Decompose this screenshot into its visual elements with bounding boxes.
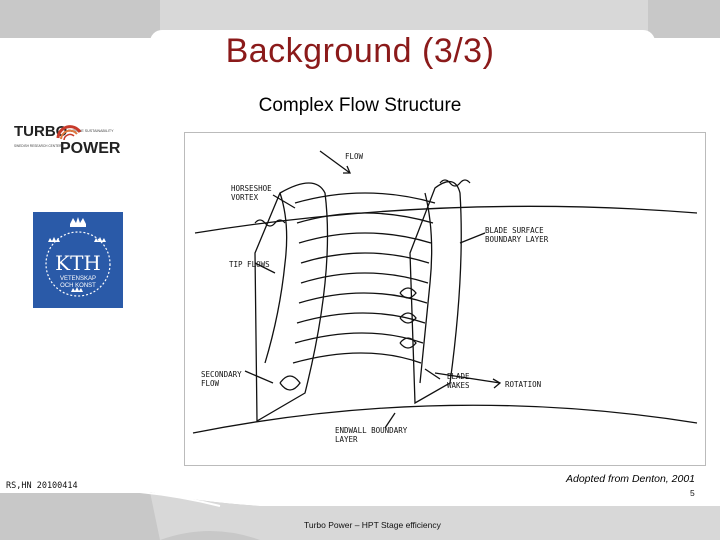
label-endwall-1: ENDWALL BOUNDARY — [335, 426, 408, 435]
label-tip-flows: TIP FLOWS — [229, 260, 270, 269]
slide-subtitle: Complex Flow Structure — [258, 95, 462, 116]
flow-diagram: FLOW HORSESHOE VORTEX TIP FLOWS BLADE SU… — [192, 150, 698, 444]
kth-motto-1: VETENSKAP — [60, 276, 96, 282]
label-horseshoe-2: VORTEX — [231, 193, 259, 202]
kth-logo: KTH VETENSKAP OCH KONST — [33, 212, 123, 308]
page-number: 5 — [690, 488, 695, 498]
title-tab — [150, 30, 655, 78]
label-blade-surface-2: BOUNDARY LAYER — [485, 235, 549, 244]
logo-tagline-top: TURBINE SUSTAINABILITY — [68, 129, 114, 133]
header-band-right — [648, 0, 720, 38]
label-secondary-1: SECONDARY — [201, 370, 242, 379]
label-secondary-2: FLOW — [201, 379, 220, 388]
label-flow: FLOW — [345, 152, 364, 161]
logo-tagline-bottom: SWEDISH RESEARCH CENTER — [14, 144, 62, 148]
logo-turbo-word: TURBO — [14, 123, 68, 140]
label-rotation: ROTATION — [505, 380, 541, 389]
footer-title: Turbo Power – HPT Stage efficiency — [304, 520, 441, 530]
kth-crest-icon: KTH VETENSKAP OCH KONST — [45, 217, 111, 297]
header-band-left — [0, 0, 160, 38]
left-blade — [254, 182, 329, 423]
right-blade — [409, 181, 462, 405]
footer-author-date: RS,HN 20100414 — [6, 481, 78, 491]
turbo-power-logo: TURBO POWER TURBINE SUSTAINABILITY SWEDI… — [14, 123, 121, 156]
figure-caption: Adopted from Denton, 2001 — [566, 473, 696, 485]
turbine-fan-icon — [56, 125, 82, 141]
label-horseshoe-1: HORSESHOE — [231, 184, 272, 193]
flow-structure-figure: FLOW HORSESHOE VORTEX TIP FLOWS BLADE SU… — [184, 132, 706, 466]
footer-swoosh — [0, 492, 720, 540]
label-blade-wakes-1: BLADE — [447, 372, 470, 381]
label-blade-surface-1: BLADE SURFACE — [485, 226, 544, 235]
label-blade-wakes-2: WAKES — [447, 381, 470, 390]
logo-power-word: POWER — [60, 140, 121, 156]
slide-title: Background (3/3) — [225, 32, 495, 70]
label-endwall-2: LAYER — [335, 435, 358, 444]
kth-motto-2: OCH KONST — [60, 283, 96, 289]
kth-letters: KTH — [55, 251, 101, 275]
